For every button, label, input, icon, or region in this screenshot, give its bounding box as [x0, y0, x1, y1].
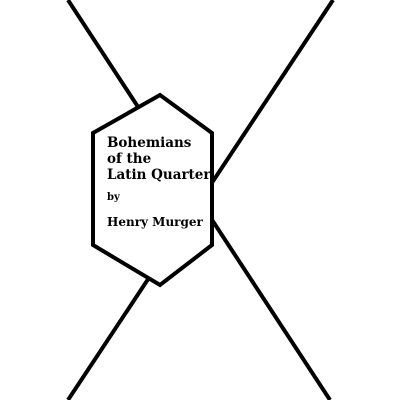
by-label: by [107, 192, 120, 203]
book-title-line-2: of the [107, 151, 152, 167]
title-block: Bohemians of the Latin Quarter by Henry … [107, 135, 211, 229]
hexagon-frame [91, 92, 214, 288]
book-title-line-1: Bohemians [107, 135, 192, 151]
book-title-line-3: Latin Quarter [107, 167, 211, 183]
author-name: Henry Murger [107, 215, 203, 229]
